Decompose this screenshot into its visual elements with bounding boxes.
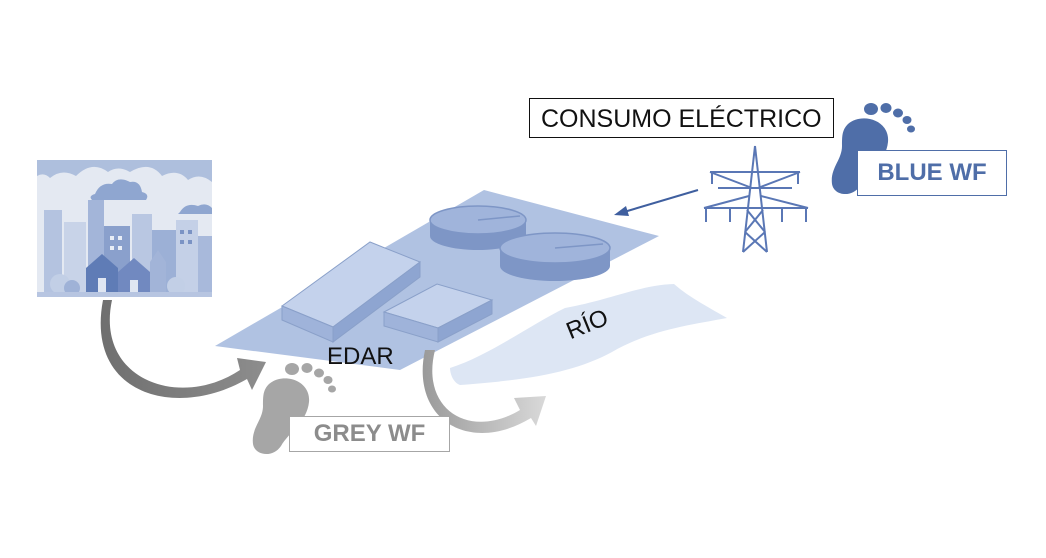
clarifier-tank-icon [499,232,611,281]
consumo-electrico-label: CONSUMO ELÉCTRICO [529,98,834,138]
city-icon [37,160,212,297]
power-tower-icon [703,145,809,253]
footprint-icon [252,363,336,455]
clarifier-tank-icon [429,205,527,250]
blue-wf-label: BLUE WF [857,150,1007,196]
edar-label: EDAR [327,343,394,370]
grey-wf-label: GREY WF [289,416,450,452]
edar-plant-icon [215,190,659,370]
river-shape [450,284,727,385]
electricity-flow-arrow [614,189,699,216]
